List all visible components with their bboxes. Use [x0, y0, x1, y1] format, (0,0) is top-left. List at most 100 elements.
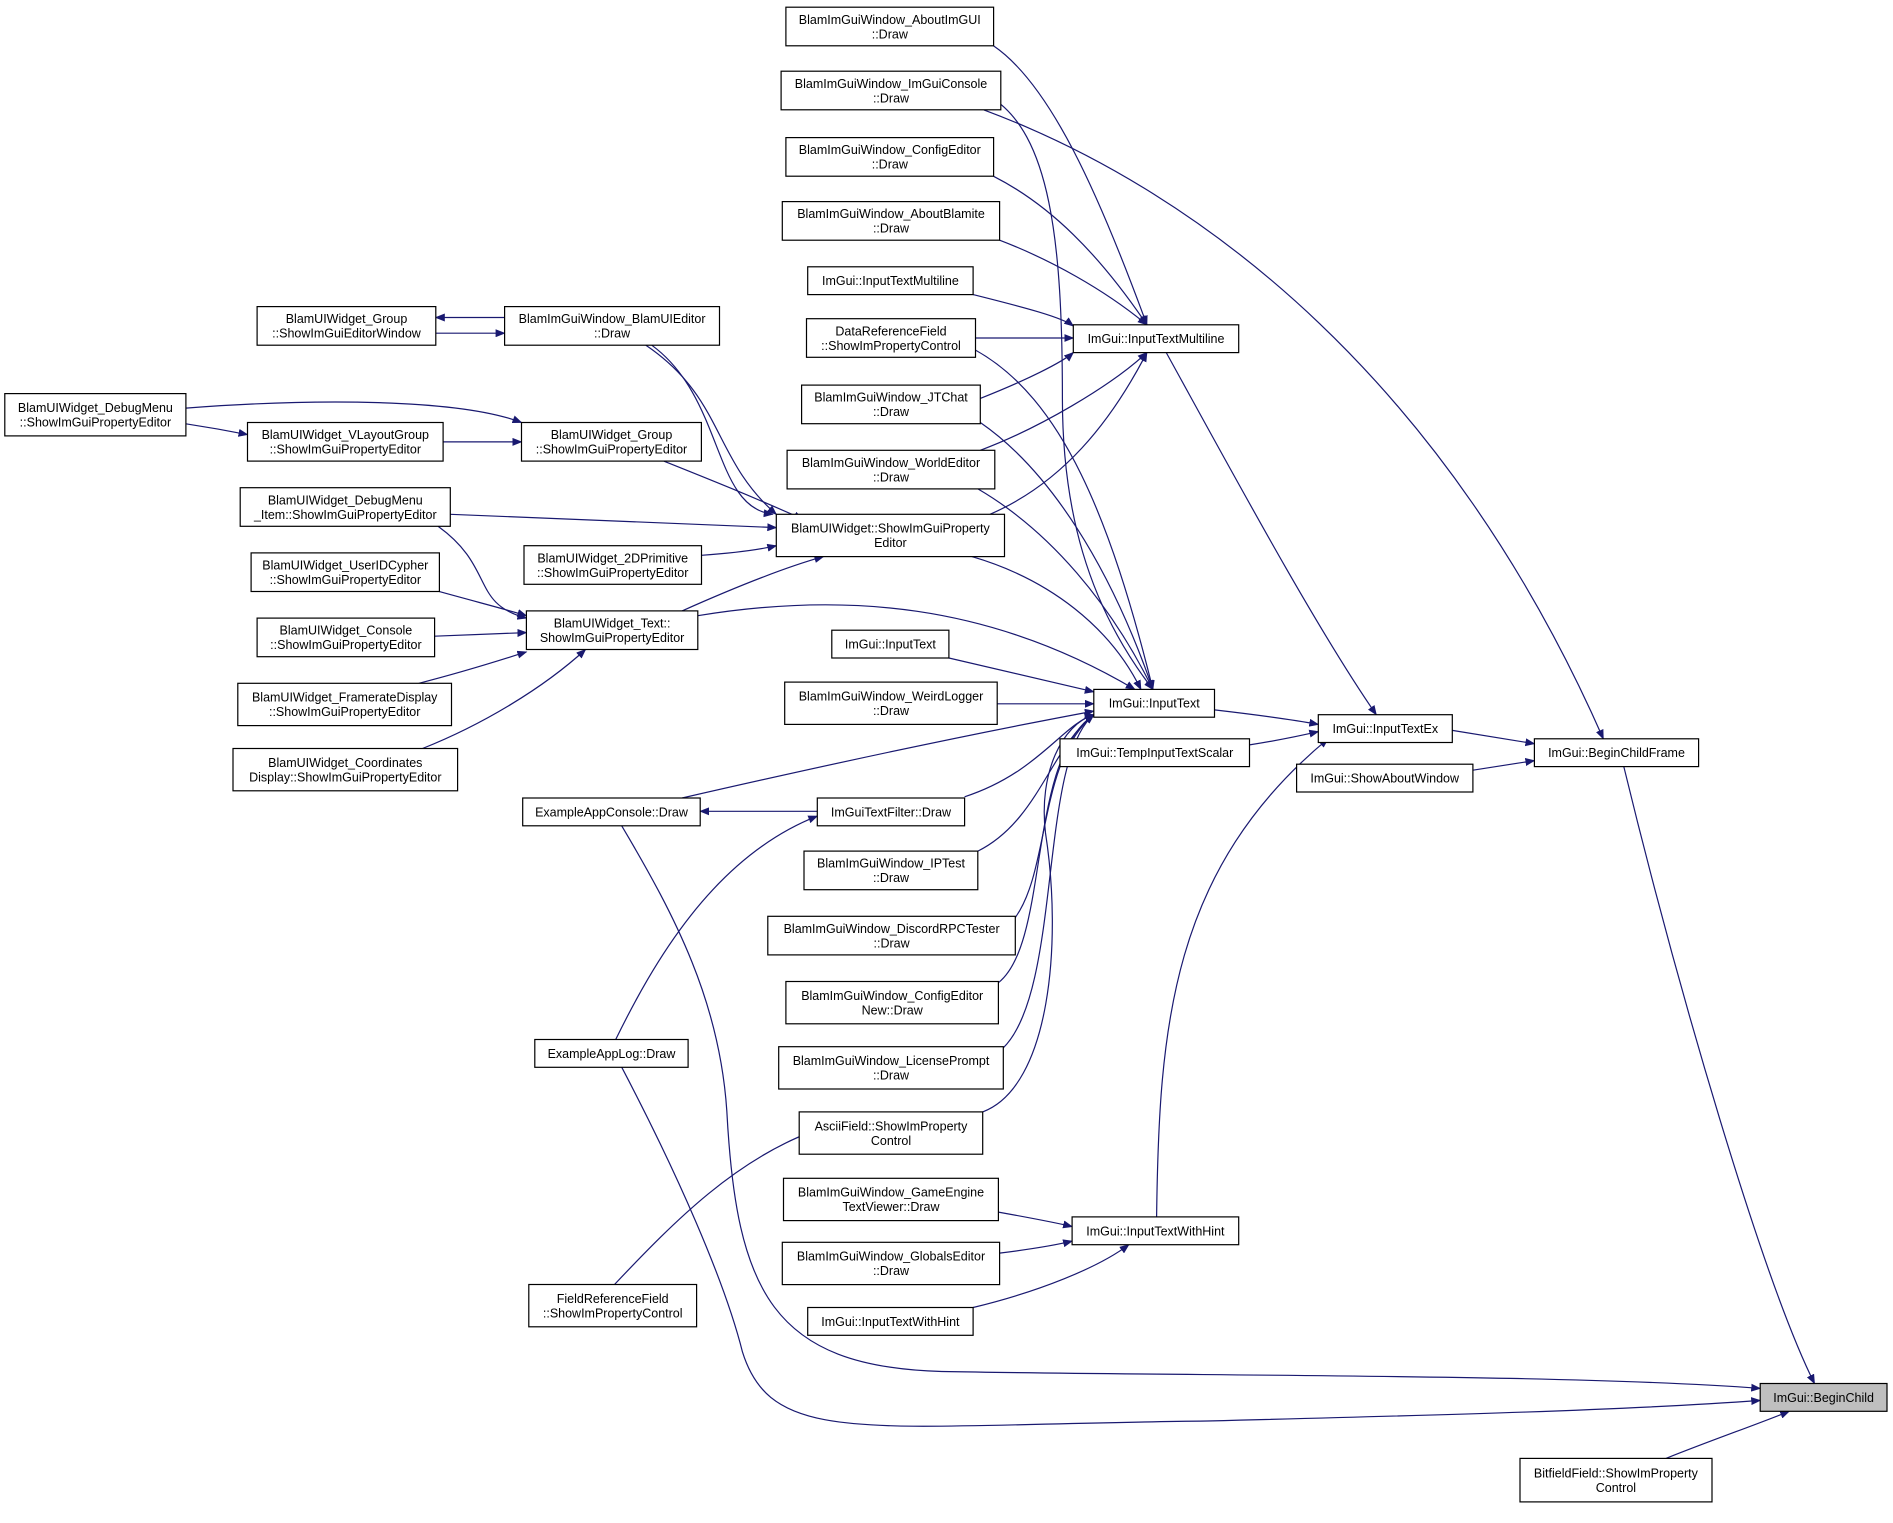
edge-blamuieditor-to-widget_showimgui — [645, 344, 778, 515]
edge-inputtextex-to-beginchildframe — [1452, 729, 1536, 747]
node-widget_showimgui[interactable]: BlamUIWidget::ShowImGuiPropertyEditor — [775, 513, 1006, 558]
node-useridcypher[interactable]: BlamUIWidget_UserIDCypher::ShowImGuiProp… — [250, 552, 441, 593]
node-inputtext_leaf[interactable]: ImGui::InputText — [831, 629, 950, 659]
node-aboutblamite[interactable]: BlamImGuiWindow_AboutBlamite::Draw — [781, 201, 1001, 241]
node-textfilter[interactable]: ImGuiTextFilter::Draw — [816, 797, 966, 827]
node-label-line: ImGuiTextFilter::Draw — [831, 805, 952, 819]
edge-gameenginetextviewer-to-inputtextwithhint_main — [998, 1211, 1074, 1229]
nodes-layer: ImGui::BeginChildImGui::BeginChildFrameI… — [4, 6, 1888, 1503]
node-box — [778, 1046, 1004, 1090]
node-label-line: ImGui::InputTextWithHint — [821, 1315, 960, 1329]
node-box — [1059, 738, 1251, 768]
node-inputtextwithhint_main[interactable]: ImGui::InputTextWithHint — [1071, 1216, 1240, 1246]
edge-globalseditor-to-inputtextwithhint_main — [999, 1239, 1074, 1254]
node-label-line: BlamUIWidget_Console — [280, 624, 413, 638]
node-box — [523, 545, 703, 585]
node-label-line: ::ShowImGuiPropertyEditor — [270, 638, 421, 652]
node-label-line: ::ShowImPropertyControl — [821, 339, 961, 353]
node-worldeditor[interactable]: BlamImGuiWindow_WorldEditor::Draw — [786, 449, 996, 490]
edge-widget_showimgui-to-inputtext — [971, 556, 1142, 691]
node-box — [831, 629, 950, 659]
node-showaboutwindow[interactable]: ImGui::ShowAboutWindow — [1295, 763, 1474, 793]
node-debugmenu[interactable]: BlamUIWidget_DebugMenu::ShowImGuiPropert… — [4, 393, 187, 437]
node-blamuieditor[interactable]: BlamImGuiWindow_BlamUIEditor::Draw — [504, 306, 721, 346]
node-text_prop[interactable]: BlamUIWidget_Text::ShowImGuiPropertyEdit… — [525, 610, 699, 651]
node-label-line: _Item::ShowImGuiPropertyEditor — [253, 508, 437, 522]
node-label-line: BlamUIWidget::ShowImGuiProperty — [791, 522, 990, 536]
node-box — [246, 421, 444, 462]
node-iptest[interactable]: BlamImGuiWindow_IPTest::Draw — [803, 850, 979, 891]
node-aboutimgui[interactable]: BlamImGuiWindow_AboutImGUI::Draw — [785, 6, 995, 47]
node-label-line: ExampleAppConsole::Draw — [535, 805, 689, 819]
node-inputtext[interactable]: ImGui::InputText — [1093, 688, 1216, 718]
node-label-line: ::Draw — [873, 871, 910, 885]
node-group_prop[interactable]: BlamUIWidget_Group::ShowImGuiPropertyEdi… — [520, 421, 702, 462]
node-label-line: Control — [1596, 1481, 1636, 1495]
node-imguiconsole[interactable]: BlamImGuiWindow_ImGuiConsole::Draw — [780, 70, 1002, 111]
edge-exampleappconsole-to-beginchild — [621, 825, 1762, 1392]
node-box — [1072, 324, 1240, 354]
node-box — [4, 393, 187, 437]
node-box — [784, 681, 998, 725]
edge-text_prop-to-inputtext — [697, 604, 1136, 690]
node-licenseprompt[interactable]: BlamImGuiWindow_LicensePrompt::Draw — [778, 1046, 1004, 1090]
node-primitive2d[interactable]: BlamUIWidget_2DPrimitive::ShowImGuiPrope… — [523, 545, 703, 585]
node-label-line: BitfieldField::ShowImProperty — [1534, 1466, 1699, 1480]
node-label-line: ImGui::BeginChildFrame — [1548, 746, 1685, 760]
node-box — [232, 747, 459, 792]
node-box — [1295, 763, 1474, 793]
edge-beginchildframe-to-beginchild — [1623, 766, 1816, 1385]
node-configeditor[interactable]: BlamImGuiWindow_ConfigEditor::Draw — [785, 137, 995, 177]
edge-text_prop-to-widget_showimgui — [681, 555, 825, 612]
node-label-line: BlamUIWidget_Coordinates — [268, 756, 422, 770]
node-globalseditor[interactable]: BlamImGuiWindow_GlobalsEditor::Draw — [781, 1241, 1001, 1286]
node-jtchat[interactable]: BlamImGuiWindow_JTChat::Draw — [800, 384, 981, 425]
node-weirdlogger[interactable]: BlamImGuiWindow_WeirdLogger::Draw — [784, 681, 998, 725]
node-inputtextmultiline_leaf[interactable]: ImGui::InputTextMultiline — [807, 266, 974, 296]
node-fieldreferencefield[interactable]: FieldReferenceField::ShowImPropertyContr… — [528, 1283, 698, 1328]
node-datareferencefield[interactable]: DataReferenceField::ShowImPropertyContro… — [805, 318, 977, 358]
node-tempinputtextscalar[interactable]: ImGui::TempInputTextScalar — [1059, 738, 1251, 768]
node-label-line: BlamImGuiWindow_ConfigEditor — [801, 989, 983, 1003]
node-exampleappconsole[interactable]: ExampleAppConsole::Draw — [522, 797, 701, 827]
node-box — [528, 1283, 698, 1328]
node-frameratedisplay[interactable]: BlamUIWidget_FramerateDisplay::ShowImGui… — [237, 682, 453, 727]
node-exampleapplog[interactable]: ExampleAppLog::Draw — [534, 1038, 689, 1068]
node-debugmenu_item[interactable]: BlamUIWidget_DebugMenu_Item::ShowImGuiPr… — [239, 487, 451, 527]
node-group_window[interactable]: BlamUIWidget_Group::ShowImGuiEditorWindo… — [256, 306, 437, 346]
node-bitfieldfield[interactable]: BitfieldField::ShowImPropertyControl — [1519, 1457, 1713, 1503]
node-label-line: BlamUIWidget_Group — [286, 312, 408, 326]
node-box — [803, 850, 979, 891]
node-box — [1071, 1216, 1240, 1246]
node-vlayoutgroup[interactable]: BlamUIWidget_VLayoutGroup::ShowImGuiProp… — [246, 421, 444, 462]
edge-debugmenu-to-group_prop — [185, 401, 523, 424]
node-discordrpc[interactable]: BlamImGuiWindow_DiscordRPCTester::Draw — [767, 915, 1016, 956]
node-label-line: ImGui::InputTextWithHint — [1086, 1224, 1225, 1238]
edges-layer — [185, 45, 1816, 1459]
node-beginchildframe[interactable]: ImGui::BeginChildFrame — [1533, 738, 1700, 768]
node-label-line: BlamImGuiWindow_LicensePrompt — [793, 1054, 990, 1068]
node-gameenginetextviewer[interactable]: BlamImGuiWindow_GameEngineTextViewer::Dr… — [782, 1177, 999, 1222]
node-box — [786, 449, 996, 490]
node-label-line: BlamUIWidget_DebugMenu — [18, 401, 173, 415]
node-label-line: Editor — [874, 536, 907, 550]
node-label-line: BlamUIWidget_DebugMenu — [268, 493, 423, 507]
node-box — [520, 421, 702, 462]
node-box — [805, 318, 977, 358]
node-inputtextex[interactable]: ImGui::InputTextEx — [1317, 714, 1453, 744]
node-box — [1533, 738, 1700, 768]
node-console[interactable]: BlamUIWidget_Console::ShowImGuiPropertyE… — [256, 617, 436, 658]
node-label-line: BlamImGuiWindow_DiscordRPCTester — [784, 922, 1000, 936]
node-label-line: Display::ShowImGuiPropertyEditor — [249, 770, 441, 784]
node-beginchild[interactable]: ImGui::BeginChild — [1759, 1382, 1888, 1412]
node-coordinatesdisplay[interactable]: BlamUIWidget_CoordinatesDisplay::ShowImG… — [232, 747, 459, 792]
node-asciifield[interactable]: AsciiField::ShowImPropertyControl — [798, 1111, 984, 1155]
node-inputtextwithhint_leaf[interactable]: ImGui::InputTextWithHint — [807, 1306, 974, 1336]
node-label-line: ImGui::InputText — [1109, 697, 1201, 711]
node-inputtextmultiline_main[interactable]: ImGui::InputTextMultiline — [1072, 324, 1240, 354]
edge-worldeditor-to-inputtextmultiline_main — [980, 351, 1148, 451]
edge-inputtextmultiline_leaf-to-inputtextmultiline_main — [972, 294, 1075, 327]
edge-exampleappconsole-to-inputtext — [681, 708, 1095, 799]
